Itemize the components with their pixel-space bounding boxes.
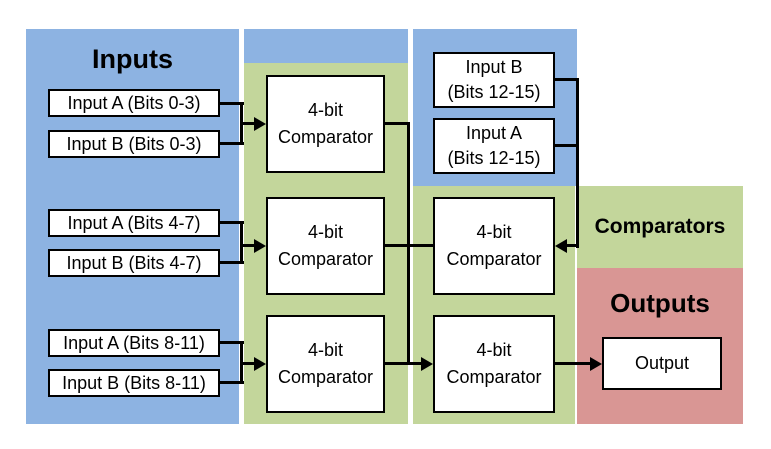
wire-merge-12-15-down <box>576 78 579 248</box>
input-box-label: Input B (Bits 0-3) <box>66 133 202 154</box>
input-box-label: Input A (Bits 0-3) <box>67 92 201 113</box>
input-box-label-line1: Input A <box>465 123 523 143</box>
output-box-label: Output <box>634 353 690 373</box>
arrowhead-comparator3-input <box>254 357 266 371</box>
comparator-label-line2: Comparator <box>277 249 374 269</box>
comparator-label-line1: 4-bit <box>476 340 512 360</box>
wire-merge-4-7 <box>240 221 243 264</box>
comparator-label-line1: 4-bit <box>476 222 512 242</box>
output-box: Output <box>602 337 722 390</box>
arrowhead-comparator4-input <box>555 239 567 253</box>
comparator-label-line2: Comparator <box>446 249 542 269</box>
input-box-b-bits-8-11: Input B (Bits 8-11) <box>48 369 220 397</box>
wire-bus-down <box>407 122 410 365</box>
comparators-region-title: Comparators <box>594 215 726 238</box>
comparator-box-1: 4-bit Comparator <box>266 75 385 173</box>
arrowhead-comparator5-input <box>421 357 433 371</box>
input-box-a-bits-12-15: Input A (Bits 12-15) <box>433 118 555 174</box>
wire-to-comparator2 <box>240 244 256 247</box>
wire-to-comparator4 <box>565 244 578 247</box>
comparator-label-line2: Comparator <box>446 367 542 387</box>
comparator-label-line1: 4-bit <box>307 340 343 360</box>
wire-to-comparator3 <box>240 362 256 365</box>
input-box-label-line2: (Bits 12-15) <box>447 148 541 168</box>
wire-comparator1-output <box>385 122 410 125</box>
input-box-a-bits-0-3: Input A (Bits 0-3) <box>48 89 220 117</box>
input-box-label: Input A (Bits 8-11) <box>63 332 205 353</box>
comparator-box-4: 4-bit Comparator <box>433 197 555 295</box>
input-box-a-bits-4-7: Input A (Bits 4-7) <box>48 209 220 237</box>
input-box-label-line2: (Bits 12-15) <box>447 82 541 102</box>
comparators-region-label-area <box>577 186 743 268</box>
wire-comparator2-to-comparator4 <box>385 244 433 247</box>
input-box-label: Input B (Bits 4-7) <box>66 252 202 273</box>
input-box-label: Input B (Bits 8-11) <box>62 372 206 393</box>
wire-inputA0-3 <box>220 102 244 105</box>
outputs-region-title: Outputs <box>610 288 710 318</box>
comparator-box-5: 4-bit Comparator <box>433 315 555 413</box>
input-box-b-bits-4-7: Input B (Bits 4-7) <box>48 249 220 277</box>
wire-comparator5-to-output <box>555 362 592 365</box>
arrowhead-output-input <box>590 357 602 371</box>
arrowhead-comparator2-input <box>254 239 266 253</box>
wire-inputA8-11 <box>220 341 244 344</box>
comparator-box-3: 4-bit Comparator <box>266 315 385 413</box>
comparator-label-line1: 4-bit <box>307 100 343 120</box>
wire-inputB12-15 <box>555 78 579 81</box>
input-box-b-bits-0-3: Input B (Bits 0-3) <box>48 130 220 158</box>
arrowhead-comparator1-input <box>254 117 266 131</box>
wire-inputA12-15 <box>555 144 579 147</box>
comparator-label-line2: Comparator <box>277 367 374 387</box>
inputs-region-title: Inputs <box>92 44 173 74</box>
inputs-region-top-middle <box>244 29 408 63</box>
input-box-label-line1: Input B <box>465 57 523 77</box>
comparator-box-2: 4-bit Comparator <box>266 197 385 295</box>
input-box-b-bits-12-15: Input B (Bits 12-15) <box>433 52 555 108</box>
wire-inputB0-3 <box>220 142 244 145</box>
comparator-label-line1: 4-bit <box>307 222 343 242</box>
wire-inputB8-11 <box>220 381 244 384</box>
wire-to-comparator1 <box>240 122 256 125</box>
wire-inputA4-7 <box>220 221 244 224</box>
input-box-label: Input A (Bits 4-7) <box>67 212 201 233</box>
wire-inputB4-7 <box>220 261 244 264</box>
input-box-a-bits-8-11: Input A (Bits 8-11) <box>48 329 220 357</box>
comparator-label-line2: Comparator <box>277 127 374 147</box>
wire-comparator3-to-comparator5 <box>385 362 423 365</box>
